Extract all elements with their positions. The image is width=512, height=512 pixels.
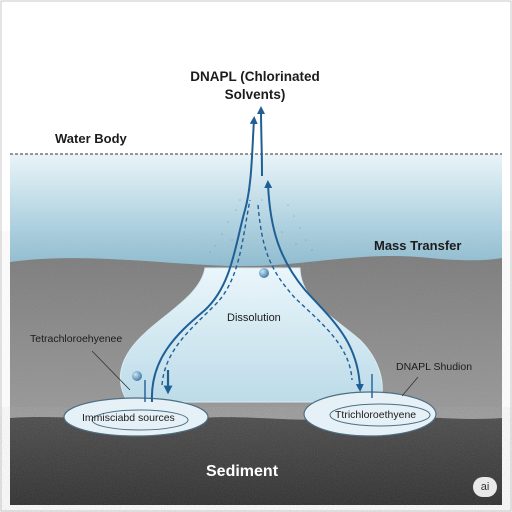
top-center-arrow — [257, 106, 266, 177]
title-line-1: DNAPL (Chlorinated — [190, 69, 320, 84]
mass-transfer-label: Mass Transfer — [374, 238, 462, 253]
transport-arrows — [144, 106, 373, 403]
bubble-left — [132, 371, 142, 381]
left-outer-arrow — [150, 116, 258, 403]
dnapl-shudion-label: DNAPL Shudion — [396, 361, 473, 373]
shudion-leader — [401, 376, 419, 397]
right-inner-arrow — [257, 204, 353, 381]
title-line-2: Solvents) — [224, 87, 286, 102]
dissolution-label: Dissolution — [227, 312, 281, 324]
immiscible-source-pool — [63, 397, 209, 437]
immiscible-sources-label: Immisciabd sources — [82, 412, 175, 424]
water-body-region — [10, 154, 502, 274]
left-inner-arrow — [161, 199, 251, 386]
bubble-top — [259, 268, 269, 278]
ai-badge: ai — [473, 477, 497, 497]
water-body-label: Water Body — [55, 131, 127, 146]
trichloroethyene-label: Ttrichloroethyene — [335, 409, 417, 421]
diagram-title: DNAPL (Chlorinated Solvents) — [150, 68, 360, 104]
sediment-label: Sediment — [206, 463, 279, 480]
immiscible-source-inner — [91, 409, 189, 431]
right-outer-arrow — [264, 180, 364, 392]
trichloroethyene-inner — [329, 403, 431, 427]
tetra-leader — [91, 350, 131, 391]
tetrachloroethylene-label: Tetrachloroehyenee — [30, 333, 123, 345]
